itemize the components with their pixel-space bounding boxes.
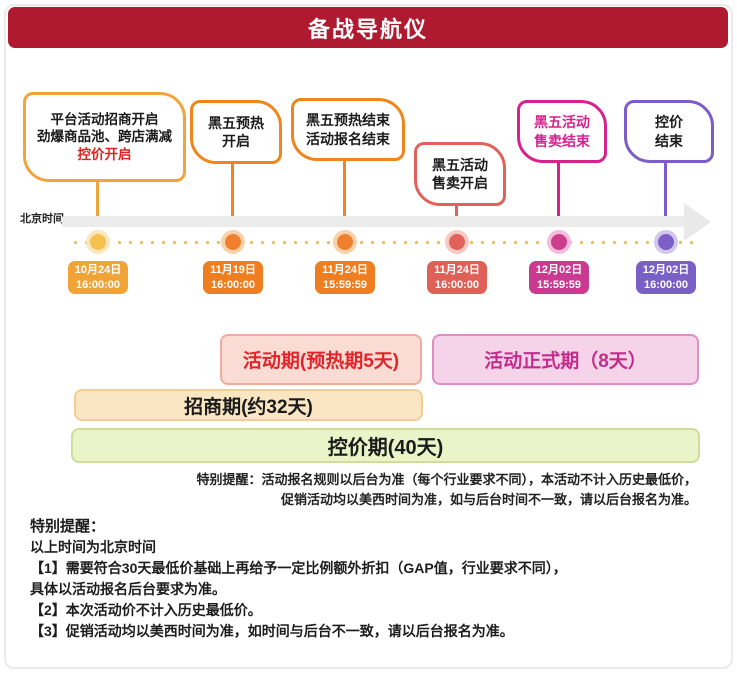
side-reminder-note: 特别提醒：活动报名规则以后台为准（每个行业要求不同），本活动不计入历史最低价， … [137, 470, 697, 510]
callout-text: 黑五活动 [432, 156, 488, 173]
side-note-line: 促销活动均以美西时间为准，如与后台时间不一致，请以后台报名为准。 [280, 492, 697, 507]
side-note-line: 特别提醒：活动报名规则以后台为准（每个行业要求不同），本活动不计入历史最低价， [196, 472, 697, 487]
badge-date: 11月24日 [434, 263, 480, 276]
callout-bf-sale-start: 黑五活动 售卖开启 [414, 142, 506, 206]
badge-date: 12月02日 [535, 263, 583, 276]
connector-line [664, 155, 667, 218]
period-bar-activity-official: 活动正式期（8天） [432, 334, 699, 385]
callout-bf-preheat-end: 黑五预热结束 活动报名结束 [291, 98, 405, 161]
badge-time: 16:00:00 [434, 278, 480, 291]
callout-text: 结束 [655, 132, 683, 149]
date-badge: 11月24日 16:00:00 [427, 261, 487, 294]
badge-date: 10月24日 [74, 263, 122, 276]
callout-text: 开启 [222, 133, 250, 149]
badge-time: 16:00:00 [75, 278, 121, 291]
badge-time: 15:59:59 [322, 278, 368, 291]
connector-line [343, 153, 346, 218]
footer-note-line: 【3】促销活动均以美西时间为准，如时间与后台不一致，请以后台报名为准。 [30, 623, 514, 639]
callout-text: 黑五活动 [534, 114, 590, 131]
connector-line [455, 198, 458, 218]
timeline-axis-bar [62, 216, 686, 227]
footer-heading: 特别提醒： [30, 518, 106, 535]
callout-bf-sale-end: 黑五活动 售卖结束 [517, 100, 607, 163]
badge-date: 11月24日 [322, 263, 368, 276]
callout-highlight-text: 控价开启 [77, 146, 132, 162]
callout-text: 劲爆商品池、跨店满减 [37, 129, 172, 145]
timeline-dot [547, 230, 571, 254]
callout-bf-preheat-start: 黑五预热 开启 [190, 100, 282, 164]
connector-line [231, 156, 234, 218]
callout-text: 黑五预热结束 [306, 112, 390, 129]
callout-recruit-start: 平台活动招商开启 劲爆商品池、跨店满减 控价开启 [23, 92, 186, 182]
footer-note-line: 具体以活动报名后台要求为准。 [30, 581, 226, 597]
callout-text: 黑五预热 [208, 114, 264, 131]
beijing-time-label: 北京时间 [20, 213, 64, 225]
page-title: 备战导航仪 [8, 7, 728, 48]
connector-line [96, 174, 99, 218]
callout-text: 平台活动招商开启 [50, 111, 159, 127]
footer-note-line: 【1】需要符合30天最低价基础上再给予一定比例额外折扣（GAP值，行业要求不同）… [30, 560, 567, 576]
date-badge: 12月02日 16:00:00 [636, 261, 696, 294]
date-badge: 12月02日 15:59:59 [529, 261, 589, 294]
date-badge: 11月19日 16:00:00 [203, 261, 263, 294]
badge-time: 16:00:00 [210, 278, 256, 291]
period-bar-recruitment: 招商期(约32天) [74, 389, 423, 421]
timeline-arrow-icon [684, 203, 711, 241]
date-badge: 10月24日 16:00:00 [68, 261, 128, 294]
footer-note-line: 【2】本次活动价不计入历史最低价。 [30, 602, 262, 618]
footer-note-line: 以上时间为北京时间 [30, 539, 156, 555]
timeline-dot [86, 230, 110, 254]
badge-date: 12月02日 [642, 263, 690, 276]
connector-line [557, 155, 560, 218]
timeline-dot [445, 230, 469, 254]
timeline-dot [654, 230, 678, 254]
callout-text: 控价 [655, 114, 683, 131]
badge-time: 16:00:00 [643, 278, 689, 291]
timeline-dot [333, 230, 357, 254]
badge-date: 11月19日 [210, 263, 256, 276]
timeline-dotted-line [70, 240, 700, 245]
timeline-dot [221, 230, 245, 254]
callout-text: 售卖开启 [432, 175, 488, 191]
badge-time: 15:59:59 [536, 278, 582, 291]
date-badge: 11月24日 15:59:59 [315, 261, 375, 294]
period-bar-price-control: 控价期(40天) [71, 428, 700, 463]
period-bar-activity-preheat: 活动期(预热期5天) [220, 334, 422, 385]
callout-text: 售卖结束 [534, 132, 590, 149]
callout-price-control-end: 控价 结束 [624, 100, 714, 163]
callout-text: 活动报名结束 [306, 130, 390, 147]
footer-notes: 特别提醒： 以上时间为北京时间 【1】需要符合30天最低价基础上再给予一定比例额… [30, 516, 720, 642]
